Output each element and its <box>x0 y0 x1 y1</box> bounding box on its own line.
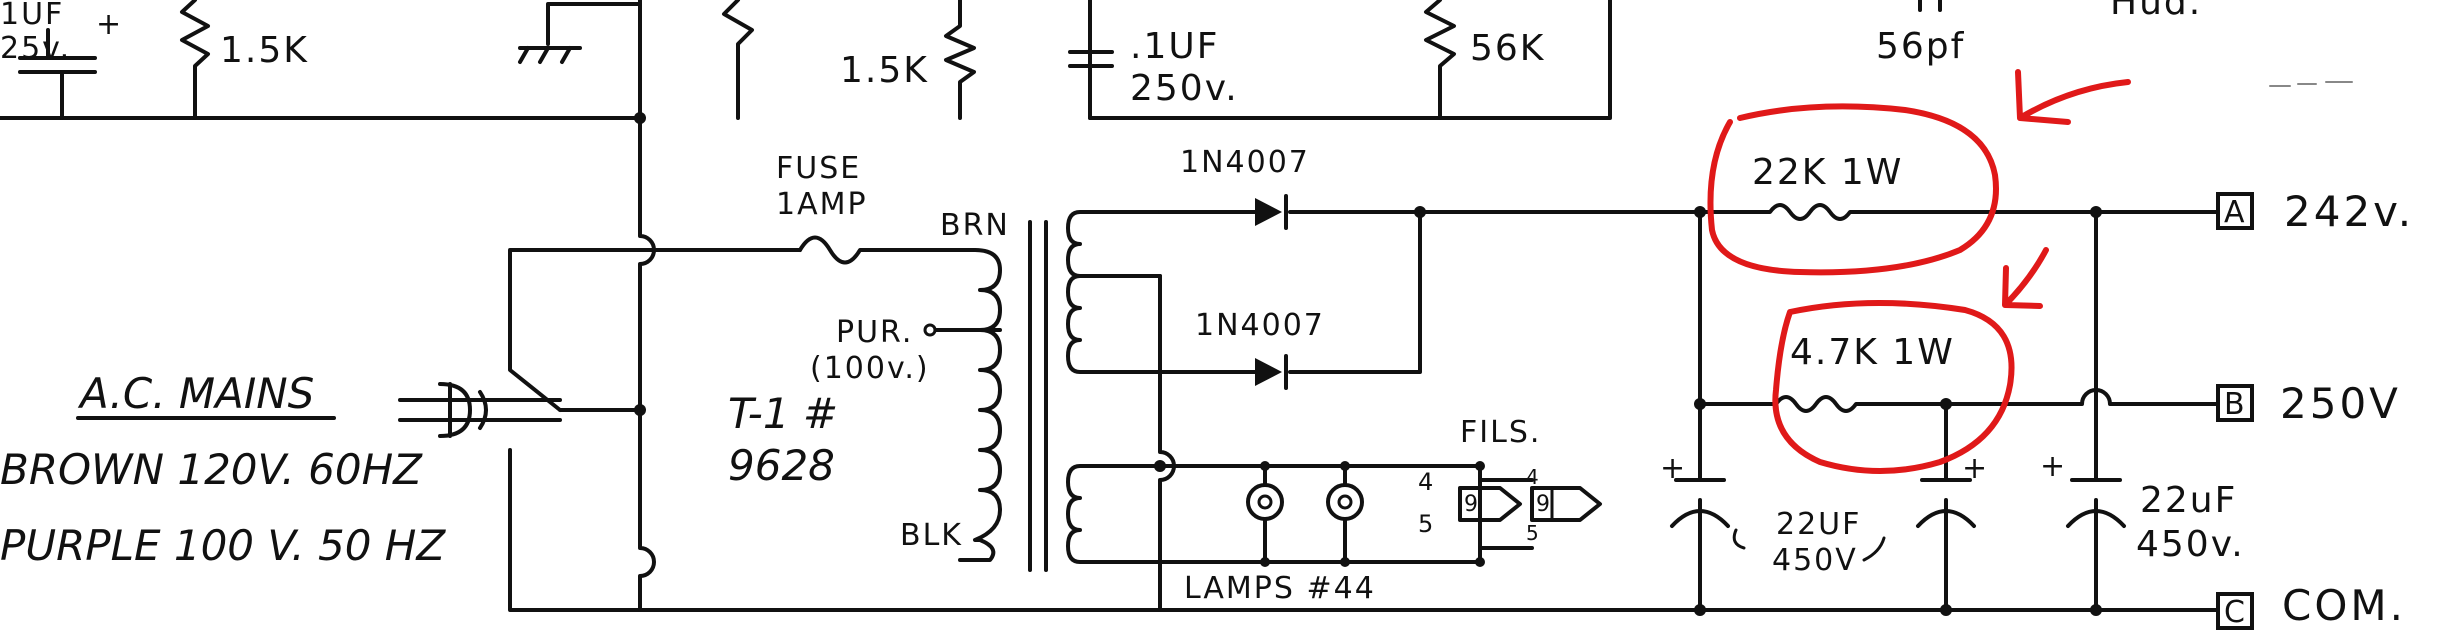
cap2-plus: + <box>1962 451 1989 486</box>
output-terminals: A 242v. B 250V C COM. <box>2216 187 2414 630</box>
tube-heater-2: 9 <box>1530 486 1602 522</box>
ac-mains-input: A.C. MAINS BROWN 120V. 60HZ PURPLE 100 V… <box>0 248 642 612</box>
blk-label: BLK <box>900 518 963 553</box>
terminal-b: B 250V <box>2216 379 2401 428</box>
mains-line-purple: PURPLE 100 V. 50 HZ <box>0 521 446 570</box>
svg-text:56K: 56K <box>1470 28 1545 69</box>
svg-text:1.5K: 1.5K <box>840 50 929 91</box>
lamp-1 <box>1246 483 1284 521</box>
resistor-1-5k-middle: 1.5K <box>840 0 976 120</box>
pur-label: PUR. <box>836 315 913 350</box>
cap1-value: 22UF <box>1776 507 1861 542</box>
svg-text:250v.: 250v. <box>1130 68 1239 109</box>
lamps-label: LAMPS #44 <box>1184 571 1376 606</box>
top-right-fragment: Hud. <box>2110 0 2202 23</box>
svg-text:A: A <box>2224 195 2247 230</box>
tube-heater-1: 9 <box>1458 486 1522 522</box>
transformer-name: T-1 # <box>728 389 838 438</box>
diode-bottom-label: 1N4007 <box>1195 308 1325 343</box>
cap3-plus: + <box>2040 449 2067 484</box>
mains-title: A.C. MAINS <box>77 369 314 418</box>
mains-line-brown: BROWN 120V. 60HZ <box>0 445 423 494</box>
svg-text:9: 9 <box>1464 492 1478 517</box>
cap2-voltage: 450v. <box>2136 524 2245 565</box>
svg-text:9: 9 <box>1536 492 1550 517</box>
svg-text:4: 4 <box>1526 465 1539 489</box>
rectifier-section: 1N4007 1N4007 <box>1154 145 1426 612</box>
output-a-voltage: 242v. <box>2284 187 2414 236</box>
red-annotations <box>1707 69 2131 474</box>
output-b-voltage: 250V <box>2280 379 2401 428</box>
filter-section: + + + 22K 1W 4.7K 1W 22UF 450V 22uF 450v… <box>1158 152 2245 616</box>
primary-bus <box>634 112 1702 612</box>
fuse-rating: 1AMP <box>776 187 868 222</box>
cap1-voltage: 450V <box>1772 543 1858 578</box>
diode-top-label: 1N4007 <box>1180 145 1310 180</box>
terminal-c: C COM. <box>2216 581 2406 630</box>
filament-lamps-section: LAMPS #44 FILS. 9 9 4 5 4 5 <box>1158 415 1602 606</box>
brn-label: BRN <box>940 208 1010 243</box>
capacitor-1uf: 1UF 25v. + <box>0 0 123 120</box>
output-c-voltage: COM. <box>2282 581 2406 630</box>
red-circle-4-7k <box>1772 300 2015 474</box>
capacitor-56pf-label: 56pf <box>1876 26 1965 67</box>
diode-top-symbol <box>1255 198 1282 226</box>
ground-symbol <box>518 2 642 64</box>
resistor-top-middle <box>722 0 754 120</box>
diode-bottom-symbol <box>1255 358 1282 386</box>
resistor-1-5k-left: 1.5K <box>180 0 309 120</box>
resistor-4-7k-label: 4.7K 1W <box>1790 332 1955 373</box>
svg-text:C: C <box>2224 595 2247 630</box>
svg-text:.1UF: .1UF <box>1130 26 1219 67</box>
cap1-arrows <box>1732 528 1886 562</box>
transformer-t1: FUSE 1AMP BRN PUR. (100v.) BLK T-1 # 962… <box>728 151 1162 572</box>
svg-text:+: + <box>96 7 123 42</box>
resistor-56k: 56K <box>1424 0 1545 120</box>
red-arrow-22k <box>2015 69 2131 125</box>
top-component-strip: 1UF 25v. + 1.5K 1.5K .1UF 250v. <box>0 0 2353 120</box>
svg-text:5: 5 <box>1418 510 1433 538</box>
transformer-number: 9628 <box>728 441 835 490</box>
red-arrow-4-7k <box>2002 247 2049 309</box>
fuse-label: FUSE <box>776 151 861 186</box>
fils-label: FILS. <box>1460 415 1541 450</box>
terminal-a: A 242v. <box>2216 187 2414 236</box>
lamp-2 <box>1326 483 1364 521</box>
pur-voltage: (100v.) <box>810 351 930 386</box>
cap1-plus: + <box>1660 451 1687 486</box>
red-circle-22k <box>1707 103 1999 276</box>
resistor-22k-label: 22K 1W <box>1752 152 1903 193</box>
cap2-value: 22uF <box>2140 480 2237 521</box>
svg-text:4: 4 <box>1418 468 1433 496</box>
svg-text:1UF: 1UF <box>0 0 64 32</box>
svg-text:5: 5 <box>1526 521 1539 545</box>
capacitor-0-1uf: .1UF 250v. <box>1068 0 1239 109</box>
svg-text:1.5K: 1.5K <box>220 30 309 71</box>
svg-text:25v.: 25v. <box>0 31 71 66</box>
svg-text:B: B <box>2224 387 2247 422</box>
